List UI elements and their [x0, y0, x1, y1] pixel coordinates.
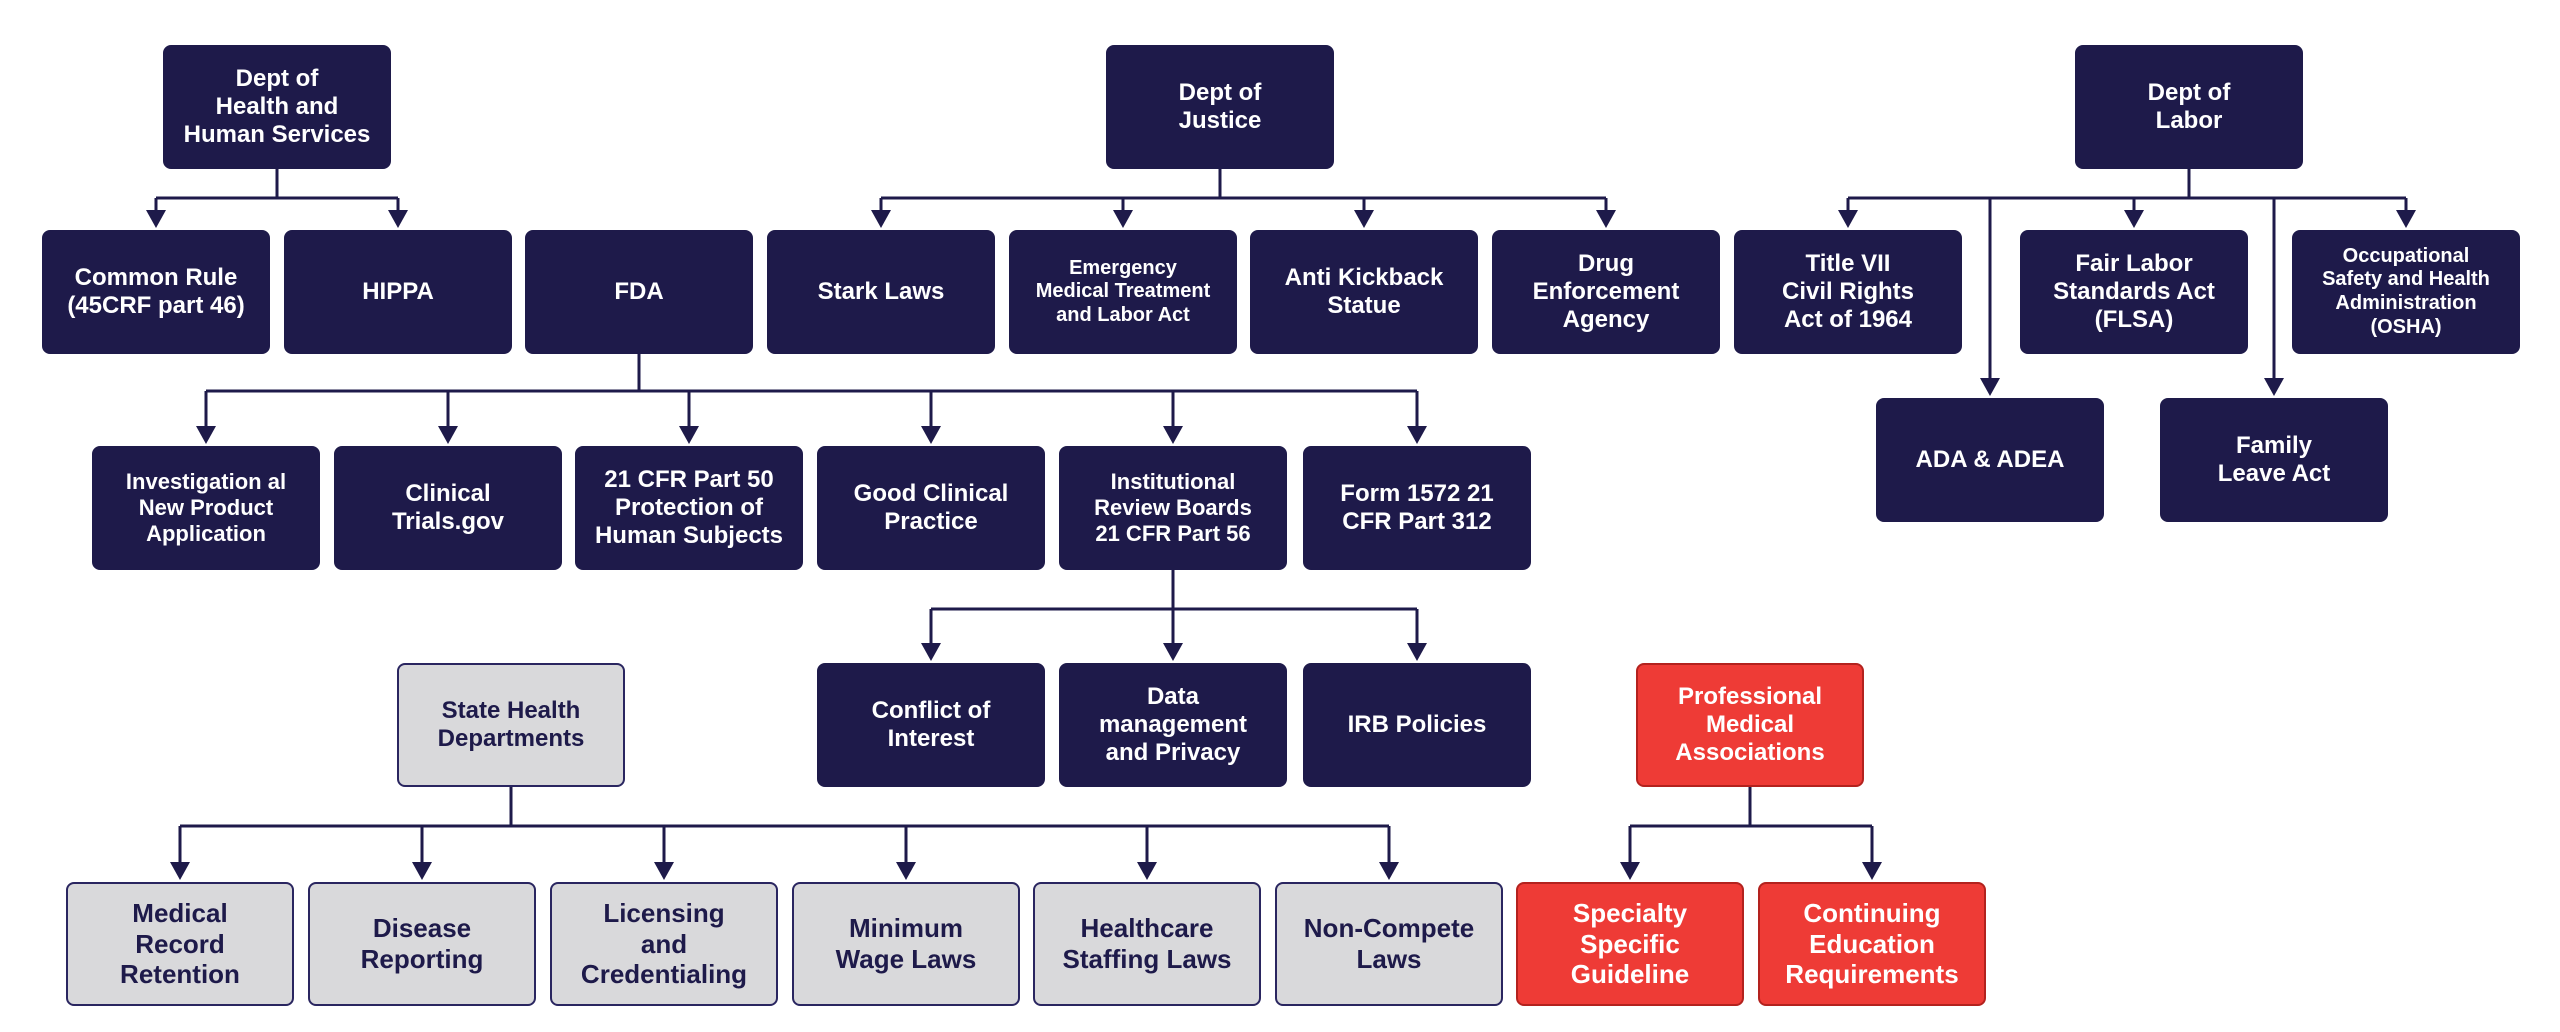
drug-enforcement-agency-box: Drug Enforcement Agency: [1492, 230, 1720, 354]
stark-laws-box: Stark Laws: [767, 230, 995, 354]
arrowhead: [170, 862, 190, 880]
arrowhead: [412, 862, 432, 880]
ada-adea-box: ADA & ADEA: [1876, 398, 2104, 522]
arrowhead: [1596, 210, 1616, 228]
arrowhead: [1407, 643, 1427, 661]
arrowhead: [1862, 862, 1882, 880]
arrowhead: [679, 426, 699, 444]
arrowhead: [196, 426, 216, 444]
institutional-review-boards-box: Institutional Review Boards 21 CFR Part …: [1059, 446, 1287, 570]
minimum-wage-laws-box: Minimum Wage Laws: [792, 882, 1020, 1006]
medical-record-retention-box: Medical Record Retention: [66, 882, 294, 1006]
arrowhead: [1354, 210, 1374, 228]
continuing-education-requirements-box: Continuing Education Requirements: [1758, 882, 1986, 1006]
fda-box: FDA: [525, 230, 753, 354]
good-clinical-practice-box: Good Clinical Practice: [817, 446, 1045, 570]
arrowhead: [1163, 643, 1183, 661]
flsa-box: Fair Labor Standards Act (FLSA): [2020, 230, 2248, 354]
arrowhead: [1113, 210, 1133, 228]
anti-kickback-box: Anti Kickback Statue: [1250, 230, 1478, 354]
arrowhead: [921, 643, 941, 661]
arrowhead: [438, 426, 458, 444]
arrowhead: [388, 210, 408, 228]
arrowhead: [1407, 426, 1427, 444]
arrowhead: [896, 862, 916, 880]
title-vii-box: Title VII Civil Rights Act of 1964: [1734, 230, 1962, 354]
dept-health-human-services-box: Dept of Health and Human Services: [163, 45, 391, 169]
specialty-specific-guideline-box: Specialty Specific Guideline: [1516, 882, 1744, 1006]
professional-medical-associations-box: Professional Medical Associations: [1636, 663, 1864, 787]
state-health-departments-box: State Health Departments: [397, 663, 625, 787]
healthcare-staffing-laws-box: Healthcare Staffing Laws: [1033, 882, 1261, 1006]
arrowhead: [2124, 210, 2144, 228]
disease-reporting-box: Disease Reporting: [308, 882, 536, 1006]
arrowhead: [146, 210, 166, 228]
common-rule-box: Common Rule (45CRF part 46): [42, 230, 270, 354]
investigational-new-product-box: Investigation al New Product Application: [92, 446, 320, 570]
family-leave-act-box: Family Leave Act: [2160, 398, 2388, 522]
non-compete-laws-box: Non-Compete Laws: [1275, 882, 1503, 1006]
arrowhead: [1620, 862, 1640, 880]
form-1572-box: Form 1572 21 CFR Part 312: [1303, 446, 1531, 570]
arrowhead: [2264, 378, 2284, 396]
arrowhead: [1379, 862, 1399, 880]
emtala-box: Emergency Medical Treatment and Labor Ac…: [1009, 230, 1237, 354]
arrowhead: [871, 210, 891, 228]
dept-justice-box: Dept of Justice: [1106, 45, 1334, 169]
arrowhead: [1838, 210, 1858, 228]
arrowhead: [921, 426, 941, 444]
cfr-part-50-box: 21 CFR Part 50 Protection of Human Subje…: [575, 446, 803, 570]
dept-labor-box: Dept of Labor: [2075, 45, 2303, 169]
hippa-box: HIPPA: [284, 230, 512, 354]
arrowhead: [654, 862, 674, 880]
clinical-trials-box: Clinical Trials.gov: [334, 446, 562, 570]
arrowhead: [1980, 378, 2000, 396]
conflict-of-interest-box: Conflict of Interest: [817, 663, 1045, 787]
osha-box: Occupational Safety and Health Administr…: [2292, 230, 2520, 354]
licensing-credentialing-box: Licensing and Credentialing: [550, 882, 778, 1006]
arrowhead: [1163, 426, 1183, 444]
arrowhead: [2396, 210, 2416, 228]
irb-policies-box: IRB Policies: [1303, 663, 1531, 787]
arrowhead: [1137, 862, 1157, 880]
data-management-privacy-box: Data management and Privacy: [1059, 663, 1287, 787]
